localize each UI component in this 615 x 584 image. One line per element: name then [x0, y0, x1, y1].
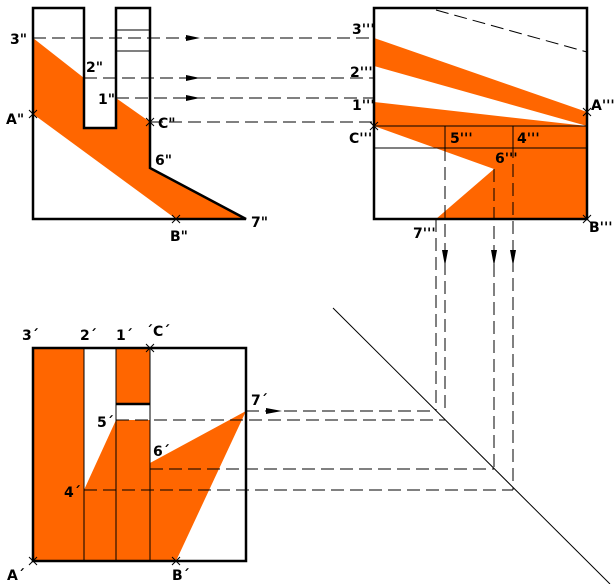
label-top-a: A´ — [7, 568, 25, 584]
label-side-6: 6''' — [495, 151, 518, 167]
top-view — [28, 343, 248, 566]
front-marker-a — [28, 109, 38, 119]
label-front-2: 2" — [86, 60, 103, 76]
label-side-2: 2''' — [350, 65, 373, 81]
top-section-fill-slot — [116, 348, 150, 404]
label-side-c: C''' — [349, 131, 372, 147]
mitre-line — [332, 307, 611, 584]
side-section-fill-lower — [374, 102, 587, 219]
label-top-b: B´ — [172, 568, 190, 584]
label-front-1: 1" — [98, 92, 115, 108]
label-top-7: 7´ — [251, 393, 268, 409]
projection-arrow — [442, 250, 448, 266]
side-view-outline — [372, 6, 589, 221]
label-front-3: 3" — [10, 32, 27, 48]
label-front-7: 7" — [251, 215, 268, 231]
label-top-4: 4´ — [64, 485, 81, 501]
label-side-b: B''' — [589, 220, 613, 236]
side-view — [369, 6, 592, 224]
front-view — [28, 6, 247, 224]
side-hidden-line — [435, 9, 588, 53]
label-side-3: 3''' — [352, 22, 375, 38]
projection-arrow — [186, 75, 200, 81]
label-top-c: ´C´ — [146, 324, 170, 340]
label-front-c: C" — [158, 116, 176, 132]
projection-arrow — [266, 408, 282, 414]
projection-arrow — [186, 95, 200, 101]
top-marker-c — [145, 343, 155, 353]
label-side-1: 1''' — [352, 98, 375, 114]
label-front-a: A" — [6, 112, 24, 128]
front-view-outline — [31, 6, 247, 221]
side-marker-b — [582, 214, 592, 224]
label-top-3: 3´ — [22, 328, 39, 344]
label-side-4: 4''' — [517, 131, 540, 147]
construction-lines — [33, 35, 611, 584]
label-top-1: 1´ — [116, 328, 133, 344]
top-view-outline — [31, 346, 248, 563]
projection-arrow — [186, 35, 200, 41]
front-section-fill — [33, 38, 246, 219]
label-top-5: 5´ — [97, 415, 114, 431]
side-section-fill-upper — [374, 38, 587, 126]
top-section-fill-wedge — [84, 411, 246, 561]
side-marker-c — [369, 121, 379, 131]
label-side-7: 7''' — [413, 226, 436, 242]
labels: 3" 2" 1" A" C" 6" 7" B" 3''' 2''' 1''' A… — [6, 22, 615, 584]
front-marker-b — [171, 214, 181, 224]
side-marker-a — [582, 107, 592, 117]
top-section-fill-strip — [33, 348, 84, 561]
top-marker-a — [28, 556, 38, 566]
projection-arrow — [491, 250, 497, 266]
projection-arrow — [510, 250, 516, 266]
top-marker-b — [171, 556, 181, 566]
label-side-5: 5''' — [450, 131, 473, 147]
label-top-6: 6´ — [153, 444, 170, 460]
label-side-a: A''' — [591, 98, 615, 114]
label-top-2: 2´ — [80, 328, 97, 344]
label-front-b: B" — [170, 229, 188, 245]
label-front-6: 6" — [155, 153, 172, 169]
